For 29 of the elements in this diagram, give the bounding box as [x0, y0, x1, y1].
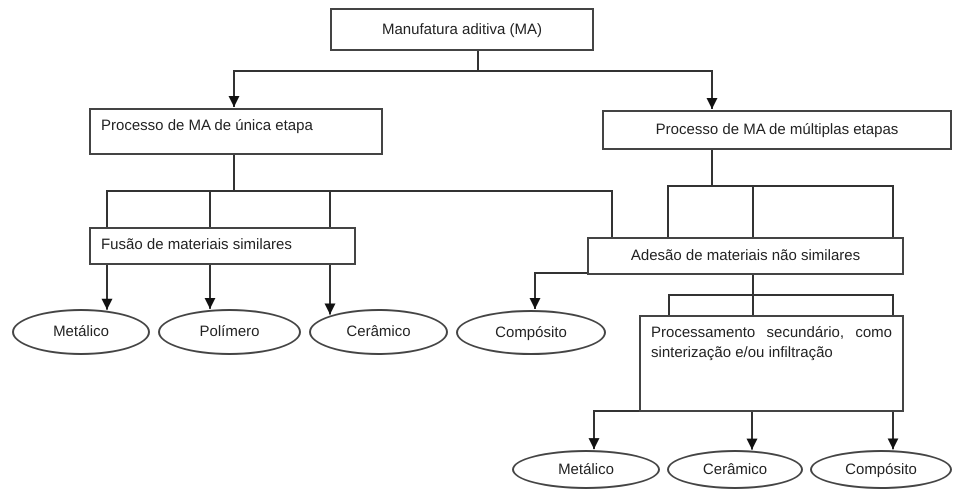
- box-label: Cerâmico: [346, 322, 411, 342]
- connector-line: [324, 264, 336, 316]
- process-box: [602, 110, 952, 150]
- connector-line: [530, 272, 587, 310]
- connector-line: [477, 50, 718, 110]
- process-box: [330, 8, 594, 51]
- box-label: Metálico: [558, 460, 614, 480]
- process-box: [89, 227, 356, 265]
- connector-line: [668, 274, 894, 316]
- box-label: Cerâmico: [702, 460, 768, 480]
- box-label: Processo de MA de múltiplas etapas: [656, 120, 898, 140]
- box-label: Processamento secundário, como sinterização e/ou infiltração: [651, 323, 892, 362]
- connector-line: [102, 264, 112, 311]
- box-label: Adesão de materiais não similares: [630, 246, 860, 266]
- process-box: [639, 315, 904, 412]
- connector-line: [667, 149, 894, 238]
- process-box: [89, 108, 383, 155]
- box-label: Polímero: [199, 322, 260, 342]
- box-label: Fusão de materiais similares: [101, 235, 292, 254]
- process-box: [587, 237, 904, 275]
- connector-line: [888, 411, 898, 450]
- box-label: Processo de MA de única etapa: [101, 116, 313, 136]
- connector-line: [588, 410, 639, 450]
- box-label: Manufatura aditiva (MA): [382, 20, 542, 40]
- box-label: Metálico: [53, 322, 109, 342]
- box-label: Compósito: [495, 322, 567, 342]
- box-label: Compósito: [845, 460, 917, 480]
- connector-line: [746, 411, 758, 451]
- connector-line: [204, 264, 216, 310]
